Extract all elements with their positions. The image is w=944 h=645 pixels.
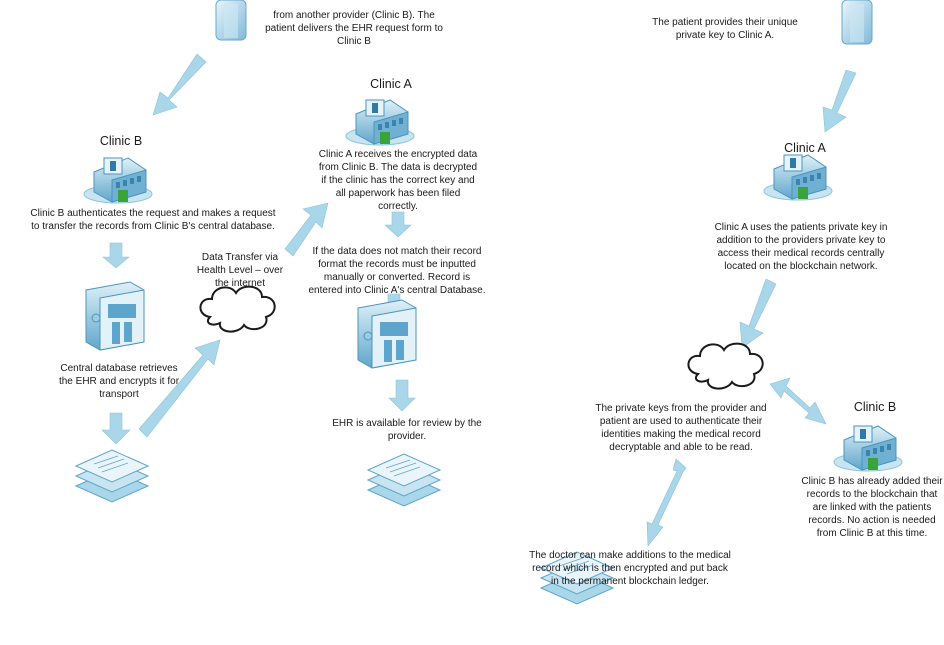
ehr-available-note: EHR is available for review by the provi… <box>332 418 482 442</box>
central-database-icon-clinic-a <box>357 299 417 369</box>
ehr-document-stack-left <box>74 449 150 503</box>
data-transfer-note: Data Transfer via Health Level – over th… <box>196 252 284 289</box>
clinic-a-label-right: Clinic A <box>784 141 826 155</box>
private-keys-note: The private keys from the provider and p… <box>595 403 767 453</box>
central-db-note: Central database retrieves the EHR and e… <box>58 363 180 400</box>
central-database-icon-left <box>85 281 145 351</box>
patient-request-note: from another provider (Clinic B). The pa… <box>265 10 443 47</box>
clinic-b-auth-note: Clinic B authenticates the request and m… <box>30 208 276 232</box>
clinic-b-building-icon-right <box>833 425 903 472</box>
arrow-patient-to-clinicb <box>152 53 207 116</box>
arrow-docs-to-cloud <box>138 339 221 438</box>
clinic-a-key-note: Clinic A uses the patients private key i… <box>714 222 888 272</box>
arrow-clinica-to-format <box>384 211 412 238</box>
clinic-b-building-icon-left <box>83 157 153 204</box>
arrow-cloud-to-clinica <box>284 202 329 257</box>
clinic-b-label-right: Clinic B <box>853 400 897 414</box>
arrow-db-to-docs <box>101 412 131 445</box>
arrow-doctor-keys-bidir <box>646 458 687 547</box>
clinic-a-label-left: Clinic A <box>370 77 412 91</box>
arrow-db-to-ehr <box>388 379 416 412</box>
clinic-a-building-icon-right <box>763 154 833 201</box>
clinic-b-label-left: Clinic B <box>99 134 143 148</box>
doctor-additions-note: The doctor can make additions to the med… <box>529 550 731 587</box>
arrow-cloud-clinicb-bidir <box>769 377 827 425</box>
patient-icon-right <box>841 0 873 45</box>
record-format-note: If the data does not match their record … <box>308 246 486 296</box>
arrow-clinica-to-cloud <box>739 278 777 349</box>
blockchain-cloud-icon <box>687 342 764 390</box>
patient-icon-left <box>215 0 247 41</box>
clinic-b-blockchain-note: Clinic B has already added their records… <box>801 476 943 539</box>
ehr-document-stack-clinic-a <box>367 453 441 507</box>
arrow-patient-to-clinica <box>822 69 857 133</box>
clinic-a-decrypt-note: Clinic A receives the encrypted data fro… <box>318 149 478 212</box>
internet-cloud-icon <box>199 285 276 333</box>
arrow-clinicb-to-db <box>102 242 130 269</box>
clinic-a-building-icon-left <box>345 99 415 146</box>
patient-key-note: The patient provides their unique privat… <box>652 17 798 41</box>
